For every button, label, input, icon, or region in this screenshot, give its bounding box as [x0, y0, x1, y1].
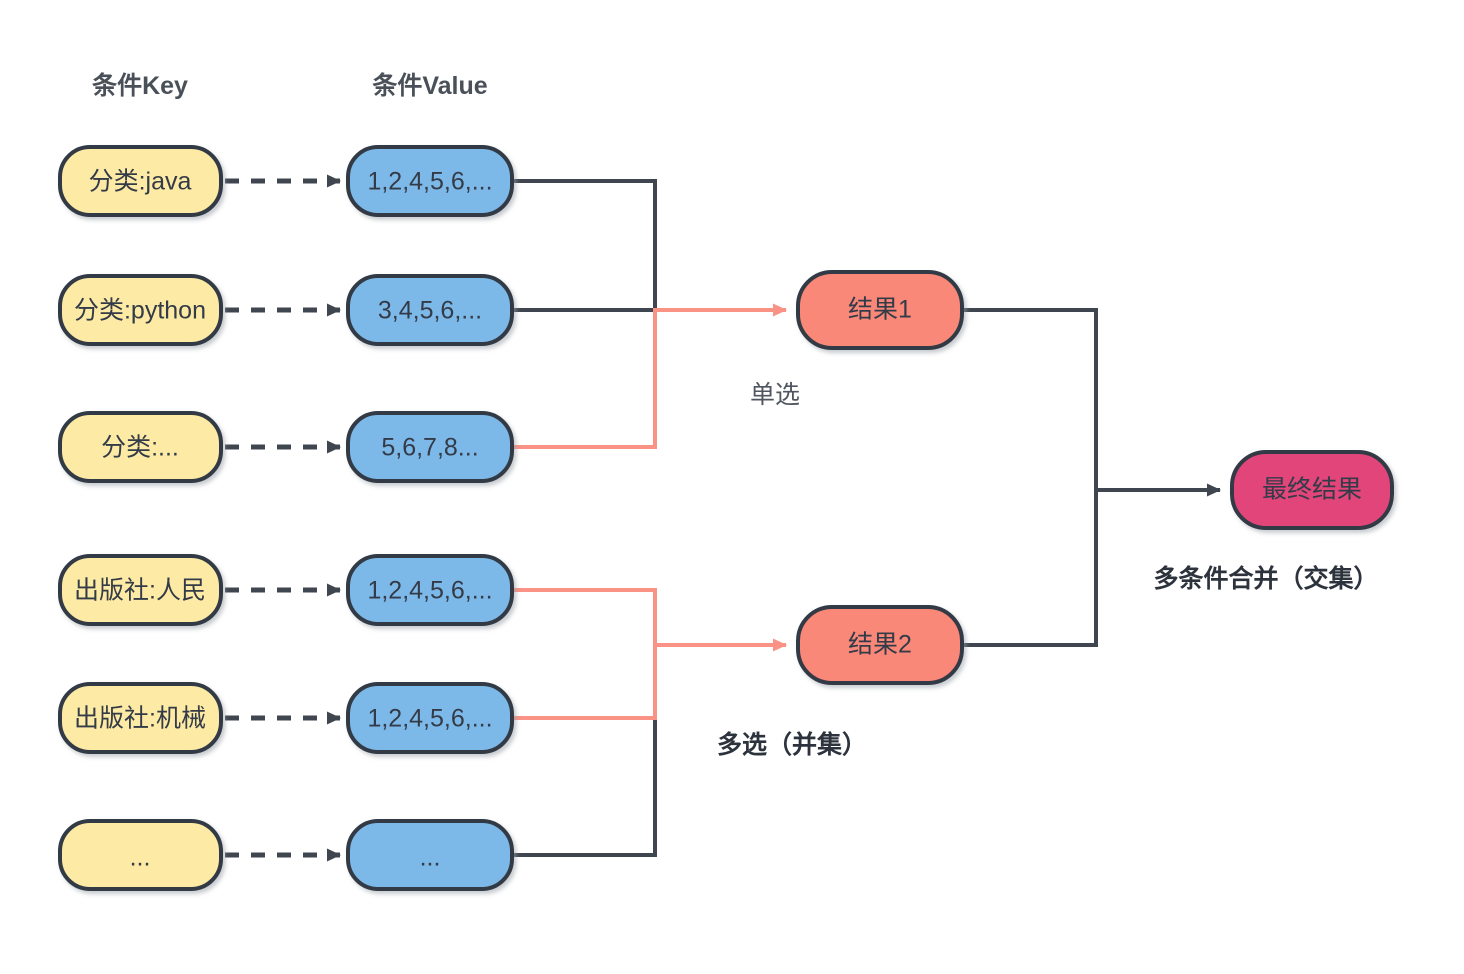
value-node-more[interactable]: ...: [346, 819, 514, 891]
results-to-final-connectors: [962, 308, 1221, 647]
result-node-2[interactable]: 结果2: [796, 605, 964, 685]
value-node-more-label: ...: [420, 844, 441, 872]
value-node-python[interactable]: 3,4,5,6,...: [346, 274, 514, 346]
result-node-1[interactable]: 结果1: [796, 270, 964, 350]
key-node-publisher-jixie[interactable]: 出版社:机械: [58, 682, 223, 754]
connector-value-more-category-to-result1: [512, 303, 787, 449]
value-node-java[interactable]: 1,2,4,5,6,...: [346, 145, 514, 217]
value-node-publisher-jixie[interactable]: 1,2,4,5,6,...: [346, 682, 514, 754]
value-node-more-category-label: 5,6,7,8...: [381, 434, 478, 462]
key-node-publisher-renmin-label: 出版社:人民: [74, 577, 206, 605]
key-node-java-label: 分类:java: [89, 168, 192, 196]
key-value-connectors: [225, 174, 341, 862]
value-node-publisher-jixie-label: 1,2,4,5,6,...: [367, 705, 492, 733]
key-node-more-category-label: 分类:...: [101, 434, 179, 462]
key-node-more-label: ...: [130, 844, 151, 872]
value-node-publisher-renmin-label: 1,2,4,5,6,...: [367, 577, 492, 605]
value-node-python-label: 3,4,5,6,...: [378, 297, 482, 325]
key-node-python-label: 分类:python: [74, 297, 206, 325]
connector-value-java-to-result1: [512, 179, 657, 311]
connector-value-more-to-result2: [512, 718, 657, 857]
result-node-group: 结果1 结果2: [796, 270, 964, 685]
connector-value-publisher-renmin-to-result2: [512, 588, 657, 645]
edge-label-single-select: 单选: [750, 381, 800, 409]
connector-value-publisher-jixie-to-result2: [512, 645, 657, 720]
connector-result2-to-final: [962, 490, 1098, 647]
value-to-result1-connectors: [512, 179, 787, 449]
final-result-node[interactable]: 最终结果: [1230, 450, 1394, 530]
final-result-node-label: 最终结果: [1262, 476, 1362, 504]
key-node-more[interactable]: ...: [58, 819, 223, 891]
key-node-java[interactable]: 分类:java: [58, 145, 223, 217]
key-node-python[interactable]: 分类:python: [58, 274, 223, 346]
column-header-value: 条件Value: [372, 72, 487, 100]
connector-result1-to-final: [962, 308, 1098, 490]
result-node-1-label: 结果1: [848, 296, 912, 324]
key-node-more-category[interactable]: 分类:...: [58, 411, 223, 483]
edge-label-multi-select-union: 多选（并集）: [717, 730, 867, 759]
key-node-publisher-jixie-label: 出版社:机械: [74, 705, 206, 733]
column-header-key: 条件Key: [92, 72, 188, 100]
key-node-publisher-renmin[interactable]: 出版社:人民: [58, 554, 223, 626]
value-node-more-category[interactable]: 5,6,7,8...: [346, 411, 514, 483]
value-node-java-label: 1,2,4,5,6,...: [367, 168, 492, 196]
value-to-result2-connectors: [512, 588, 787, 857]
value-node-group: 1,2,4,5,6,... 3,4,5,6,... 5,6,7,8... 1,2…: [346, 145, 514, 891]
key-node-group: 分类:java 分类:python 分类:... 出版社:人民 出版社:机械 .…: [58, 145, 223, 891]
edge-label-multi-condition-intersection: 多条件合并（交集）: [1153, 564, 1378, 593]
result-node-2-label: 结果2: [848, 631, 912, 659]
value-node-publisher-renmin[interactable]: 1,2,4,5,6,...: [346, 554, 514, 626]
